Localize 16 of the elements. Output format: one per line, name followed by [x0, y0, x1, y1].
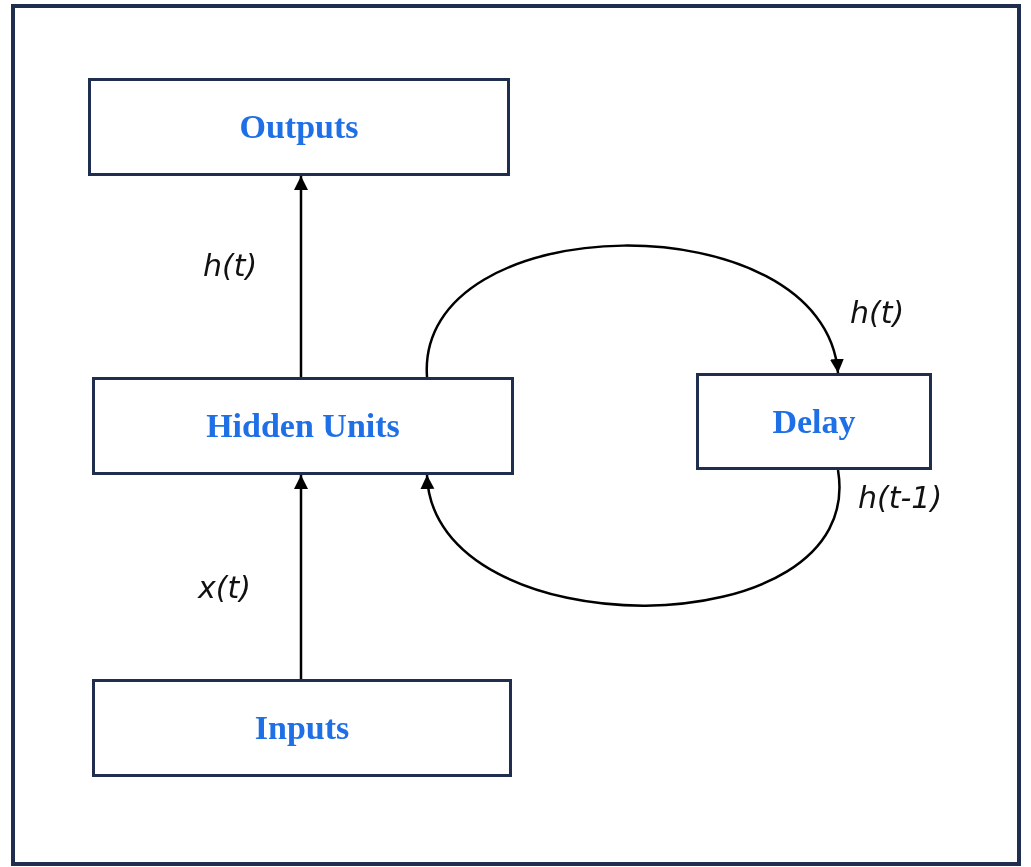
edge-label: h(t) [850, 295, 905, 330]
process-box [696, 373, 932, 470]
box-label: Inputs [254, 709, 350, 747]
edge-label: h(t-1) [858, 480, 943, 515]
arrow [294, 176, 308, 377]
process-box [92, 679, 512, 777]
edge-label: h(t) [203, 248, 258, 283]
edge-label: x(t) [198, 570, 251, 605]
box-label: Delay [772, 402, 856, 441]
box-label: Outputs [239, 108, 359, 146]
process-box [92, 377, 514, 475]
arrow [294, 475, 308, 679]
arrow [423, 469, 840, 607]
arrow [425, 244, 841, 378]
box-label: Hidden Units [206, 407, 400, 445]
process-box [88, 78, 510, 176]
